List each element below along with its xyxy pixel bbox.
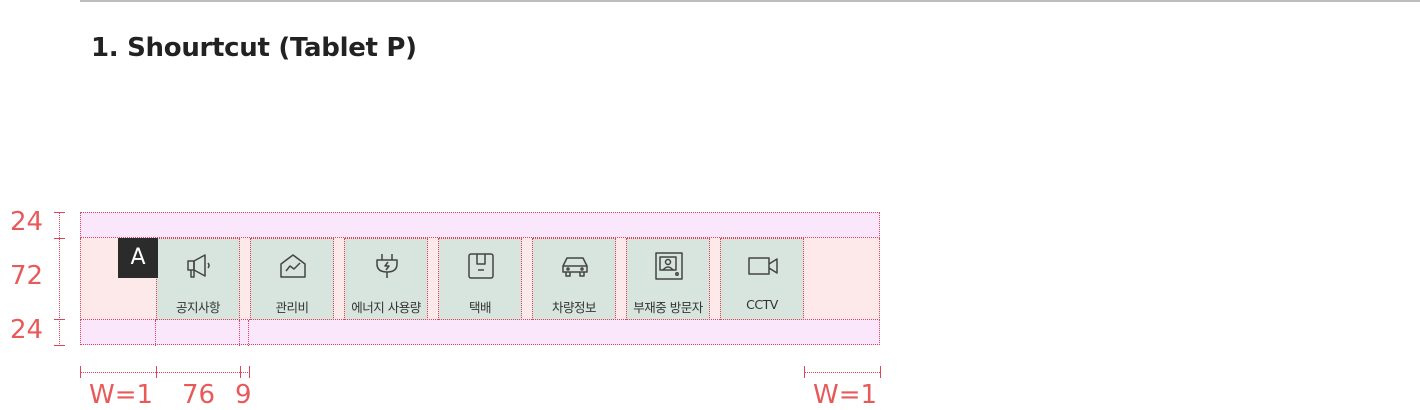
dimension-label-left-margin: W=1 — [89, 380, 154, 410]
shortcut-tile-parcel[interactable]: 택배 — [438, 238, 522, 320]
shortcut-label: 택배 — [468, 300, 492, 315]
vertical-dimension-line — [59, 212, 60, 346]
dimension-label-bottom: 24 — [10, 315, 44, 345]
guide-line — [155, 320, 156, 346]
dimension-label-tile-width: 76 — [182, 380, 216, 410]
dimension-tick — [54, 238, 65, 239]
car-icon — [559, 250, 591, 282]
horizontal-dimension-line — [804, 372, 880, 373]
dimension-tick — [54, 212, 65, 213]
shortcut-label: 관리비 — [275, 300, 309, 315]
dimension-label-middle: 72 — [10, 261, 44, 291]
dimension-label-right-margin: W=1 — [813, 380, 878, 410]
shortcut-tile-energy-usage[interactable]: 에너지 사용량 — [344, 238, 428, 320]
dimension-tick — [54, 319, 65, 320]
intercom-icon — [653, 250, 685, 282]
dimension-label-top: 24 — [10, 207, 44, 237]
video-camera-icon — [747, 250, 779, 282]
shortcut-label: 공지사항 — [175, 300, 221, 315]
dimension-tick — [80, 366, 81, 378]
dimension-label-gap: 9 — [235, 380, 252, 410]
shortcut-tile-cctv[interactable]: CCTV — [720, 238, 804, 320]
dimension-tick — [240, 366, 241, 378]
house-chart-icon — [277, 250, 309, 282]
dimension-tick — [804, 366, 805, 378]
top-divider — [80, 0, 1420, 2]
dimension-tick — [156, 366, 157, 378]
dimension-tick — [880, 366, 881, 378]
guide-line — [248, 320, 249, 346]
guide-line — [239, 320, 240, 346]
shortcut-tile-vehicle-info[interactable]: 차량정보 — [532, 238, 616, 320]
plug-icon — [371, 250, 403, 282]
horizontal-dimension-line — [80, 372, 250, 373]
megaphone-icon — [183, 250, 215, 282]
shortcut-tile-notice[interactable]: 공지사항 — [156, 238, 240, 320]
shortcut-tile-missed-visitors[interactable]: 부재중 방문자 — [626, 238, 710, 320]
shortcut-label: CCTV — [746, 297, 778, 312]
shortcut-label: 에너지 사용량 — [351, 300, 421, 315]
dimension-tick — [249, 366, 250, 378]
shortcut-label: 차량정보 — [551, 300, 597, 315]
bottom-padding-band — [80, 319, 880, 345]
shortcut-tile-maintenance-fee[interactable]: 관리비 — [250, 238, 334, 320]
dimension-tick — [54, 345, 65, 346]
section-title: 1. Shourtcut (Tablet P) — [91, 33, 417, 63]
top-padding-band — [80, 212, 880, 238]
parcel-box-icon — [465, 250, 497, 282]
section-badge: A — [118, 238, 158, 278]
shortcut-label: 부재중 방문자 — [633, 300, 703, 315]
